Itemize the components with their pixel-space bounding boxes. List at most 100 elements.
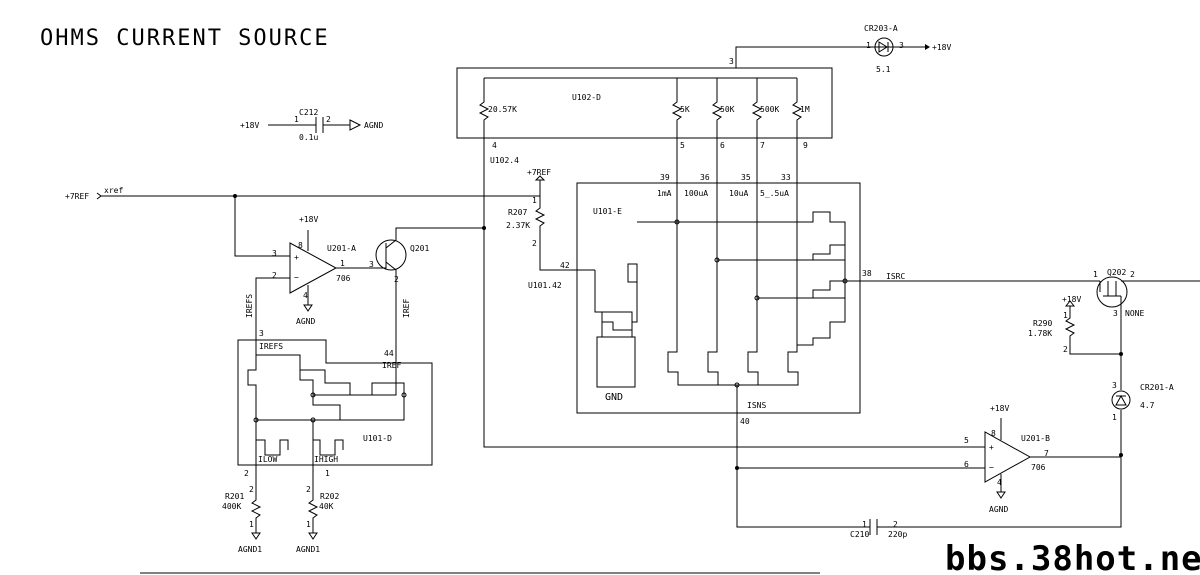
r201-ref: R201: [225, 492, 244, 501]
c212-capacitor: +18V C212 1 2 0.1u AGND: [240, 108, 383, 142]
u201a-pin2: 2: [272, 271, 277, 280]
r202-value: 40K: [319, 502, 334, 511]
u102-resistor-network: 3 U102-D 20.57K 5K 50K 500K 1M 4 5 6 7 9…: [456, 57, 833, 175]
r202-resistor: R202 40K 2 1 AGND1: [296, 485, 339, 554]
u201a-pin1: 1: [340, 259, 345, 268]
watermark-text: bbs.38hot.net: [945, 539, 1200, 575]
q202-pin3: 3: [1113, 309, 1118, 318]
u102-r3: 50K: [720, 105, 735, 114]
cr201-ref: CR201-A: [1140, 383, 1174, 392]
r201-pin1: 1: [249, 520, 254, 529]
isrc-net-label: ISRC: [886, 272, 905, 281]
r290-ref: R290: [1033, 319, 1052, 328]
cr201-zener-diode: CR201-A 4.7 3 1: [883, 310, 1174, 528]
cr203-value: 5.1: [876, 65, 891, 74]
u201b-ground: AGND: [989, 505, 1008, 514]
u101e-pin35: 35: [741, 173, 751, 182]
u101e-pin42: 42: [560, 261, 570, 270]
r201-ground: AGND1: [238, 545, 262, 554]
q202-transistor: 1 Q202 2 3 NONE: [1093, 268, 1200, 318]
u101d-iref: IREF: [382, 361, 401, 370]
ref-in-label: +7REF: [65, 192, 89, 201]
u101e-pin39: 39: [660, 173, 670, 182]
u102-r1: 20.57K: [488, 105, 517, 114]
c212-value: 0.1u: [299, 133, 318, 142]
u201a-pin8: 8: [298, 241, 303, 250]
q201-pin3: 3: [369, 260, 374, 269]
u101e-range-10ua: 10uA: [729, 189, 748, 198]
c210-value: 220p: [888, 530, 907, 539]
irefs-wire: [255, 277, 275, 340]
u201b-pin4: 4: [997, 478, 1002, 487]
irefs-net-label: IREFS: [245, 294, 254, 318]
u201b-pin5: 5: [964, 436, 969, 445]
u101d-pin1: 1: [325, 469, 330, 478]
u102-r4: 500K: [760, 105, 779, 114]
c210-capacitor: 1 2 C210 220p: [850, 519, 907, 539]
ref-input-net: +7REF xref: [65, 186, 540, 257]
cr203-zener-diode: CR203-A 1 3 5.1 +18V: [735, 24, 951, 74]
u201a-pin4: 4: [303, 291, 308, 300]
u201a-op-amp: + − +18V U201-A 706 8 3 2 4 1 AGND: [272, 215, 380, 326]
cr201-pin3: 3: [1112, 381, 1117, 390]
u101e-range-5ua: 5_.5uA: [760, 189, 789, 198]
u201b-part: 706: [1031, 463, 1046, 472]
u101d-ref: U101-D: [363, 434, 392, 443]
c212-ground: AGND: [364, 121, 383, 130]
c210-pin1: 1: [862, 520, 867, 529]
c210-pin2: 2: [893, 520, 898, 529]
u101d-pin44: 44: [384, 349, 394, 358]
u102-pin9: 9: [803, 141, 808, 150]
r207-pin1: 1: [532, 196, 537, 205]
r290-pin1: 1: [1063, 311, 1068, 320]
u101d-ilow: ILOW: [258, 455, 277, 464]
cr203-pin1: 1: [866, 41, 871, 50]
u102-feedback-wire: [483, 155, 985, 448]
u101e-isns: ISNS: [747, 401, 766, 410]
u102-pin6: 6: [720, 141, 725, 150]
u101d-switch: 3 44 IREFS IREF U101-D ILOW IHIGH 2 1: [237, 329, 433, 490]
r202-ground: AGND1: [296, 545, 320, 554]
q201-ref: Q201: [410, 244, 429, 253]
iref-net-label: IREF: [402, 299, 411, 318]
u102-ext-label: U102.4: [490, 156, 519, 165]
u101d-irefs: IREFS: [259, 342, 283, 351]
u102-pin5: 5: [680, 141, 685, 150]
u101e-range-100ua: 100uA: [684, 189, 708, 198]
r207-pin2: 2: [532, 239, 537, 248]
cr203-ref: CR203-A: [864, 24, 898, 33]
u102-ref: U102-D: [572, 93, 601, 102]
u201a-pin3: 3: [272, 249, 277, 258]
r202-ref: R202: [320, 492, 339, 501]
cr201-pin1: 1: [1112, 413, 1117, 422]
q201-transistor: Q201 3 2 IREF: [313, 227, 429, 396]
q202-part: NONE: [1125, 309, 1144, 318]
u101e-pin36: 36: [700, 173, 710, 182]
c212-pin2: 2: [326, 115, 331, 124]
r201-pin2: 2: [249, 485, 254, 494]
cr203-pin3: 3: [899, 41, 904, 50]
u101e-gnd: GND: [605, 392, 623, 403]
u101e-ext42: U101.42: [528, 281, 562, 290]
cr201-value: 4.7: [1140, 401, 1155, 410]
cr203-supply: +18V: [932, 43, 951, 52]
u101e-range-1ma: 1mA: [657, 189, 672, 198]
c212-supply: +18V: [240, 121, 259, 130]
r290-resistor: +18V R290 1.78K 1 2: [1028, 295, 1121, 355]
u101e-pin38: 38: [862, 269, 872, 278]
u201b-pin6: 6: [964, 460, 969, 469]
u101e-pin33: 33: [781, 173, 791, 182]
r201-resistor: R201 400K 2 1 AGND1: [222, 485, 262, 554]
u101d-pin3: 3: [259, 329, 264, 338]
svg-text:+: +: [989, 443, 994, 452]
r290-supply: +18V: [1062, 295, 1081, 304]
q202-ref: Q202: [1107, 268, 1126, 277]
u201b-ref: U201-B: [1021, 434, 1050, 443]
u102-r2: 5K: [680, 105, 690, 114]
u102-pin3: 3: [729, 57, 734, 66]
u101e-pin40: 40: [740, 417, 750, 426]
svg-text:−: −: [989, 463, 994, 472]
u201a-ground: AGND: [296, 317, 315, 326]
ref-in-net: xref: [104, 186, 123, 195]
r201-value: 400K: [222, 502, 241, 511]
